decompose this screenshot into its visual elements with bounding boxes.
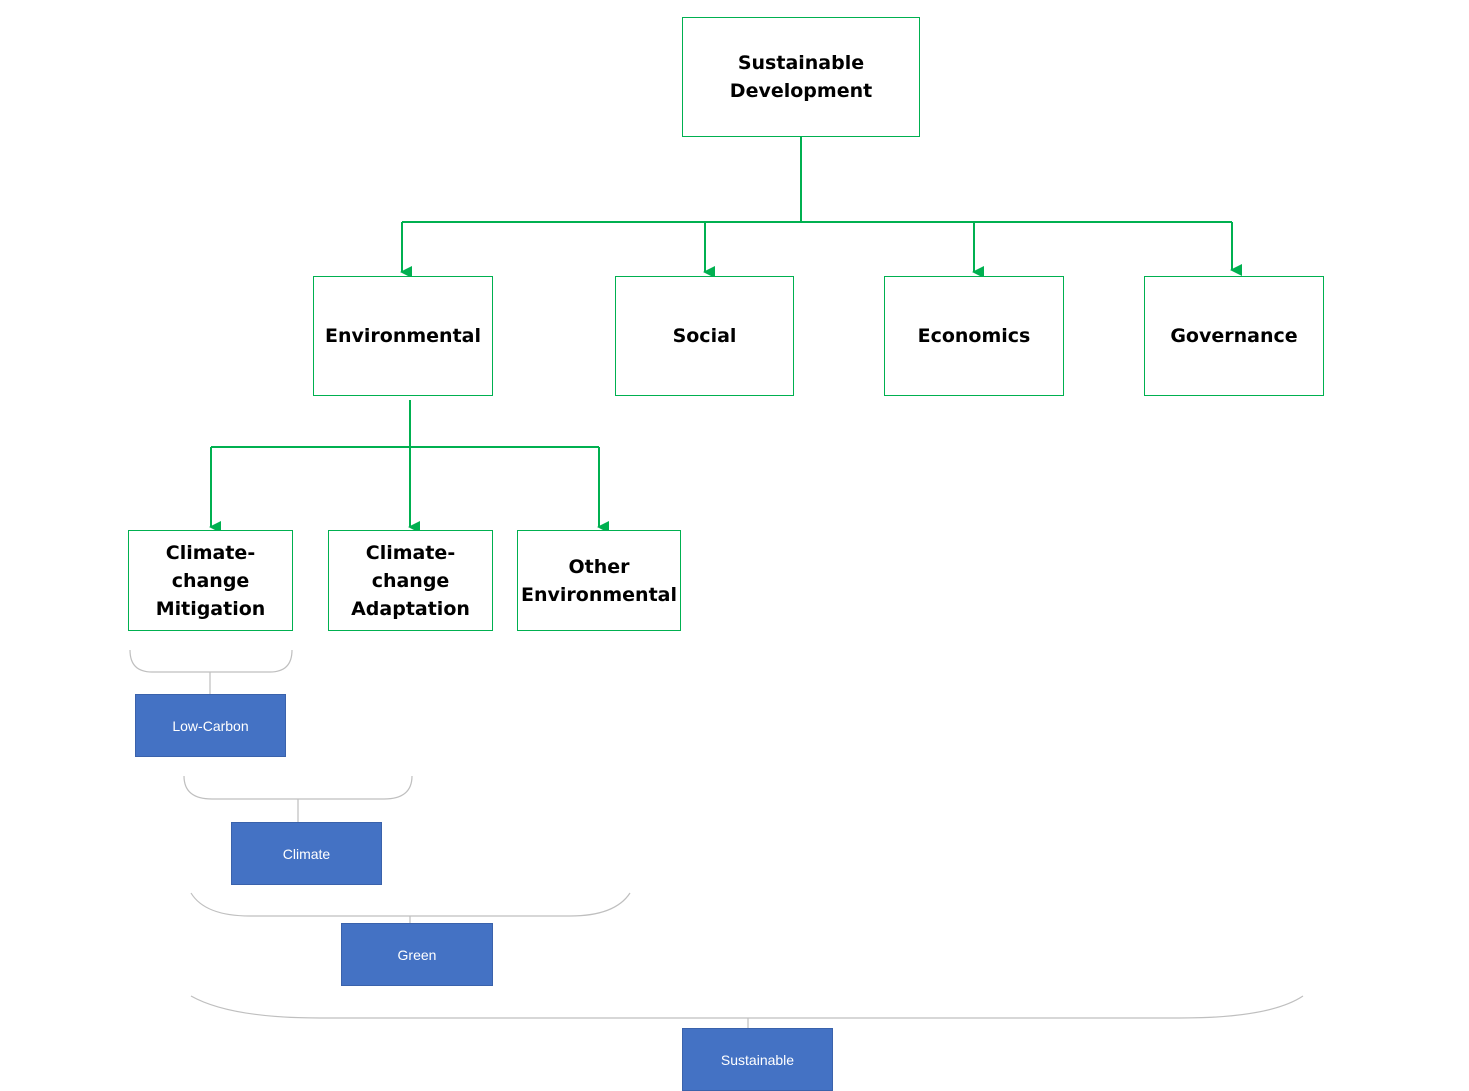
low-carbon-label-box: Low-Carbon [135, 694, 286, 757]
climate-brace [183, 775, 413, 822]
node-environmental-label: Environmental [325, 325, 481, 347]
node-governance: Governance [1144, 276, 1324, 396]
node-social-label: Social [672, 325, 737, 347]
node-other-environmental-label: Other Environmental [521, 555, 677, 606]
node-environmental: Environmental [313, 276, 493, 396]
node-social: Social [615, 276, 794, 396]
climate-label: Climate [282, 845, 331, 862]
low-carbon-label: Low-Carbon [172, 717, 249, 734]
sustainable-brace [190, 995, 1304, 1028]
node-climate-change-adaptation-label: Climate-change Adaptation [351, 541, 470, 620]
node-sustainable-development-label: Sustainable Development [729, 52, 873, 102]
node-economics: Economics [884, 276, 1064, 396]
node-climate-change-adaptation: Climate-change Adaptation [328, 530, 493, 631]
green-label-box: Green [341, 923, 493, 986]
sustainable-label: Sustainable [720, 1051, 795, 1068]
node-governance-label: Governance [1170, 325, 1298, 347]
green-label: Green [397, 946, 437, 963]
climate-label-box: Climate [231, 822, 382, 885]
sustainable-label-box: Sustainable [682, 1028, 833, 1091]
node-economics-label: Economics [917, 325, 1031, 347]
node-other-environmental: Other Environmental [517, 530, 681, 631]
node-sustainable-development: Sustainable Development [682, 17, 920, 137]
node-climate-change-mitigation: Climate-change Mitigation [128, 530, 293, 631]
node-climate-change-mitigation-label: Climate-change Mitigation [155, 541, 266, 620]
low-carbon-brace [129, 649, 293, 694]
green-brace [190, 892, 631, 923]
